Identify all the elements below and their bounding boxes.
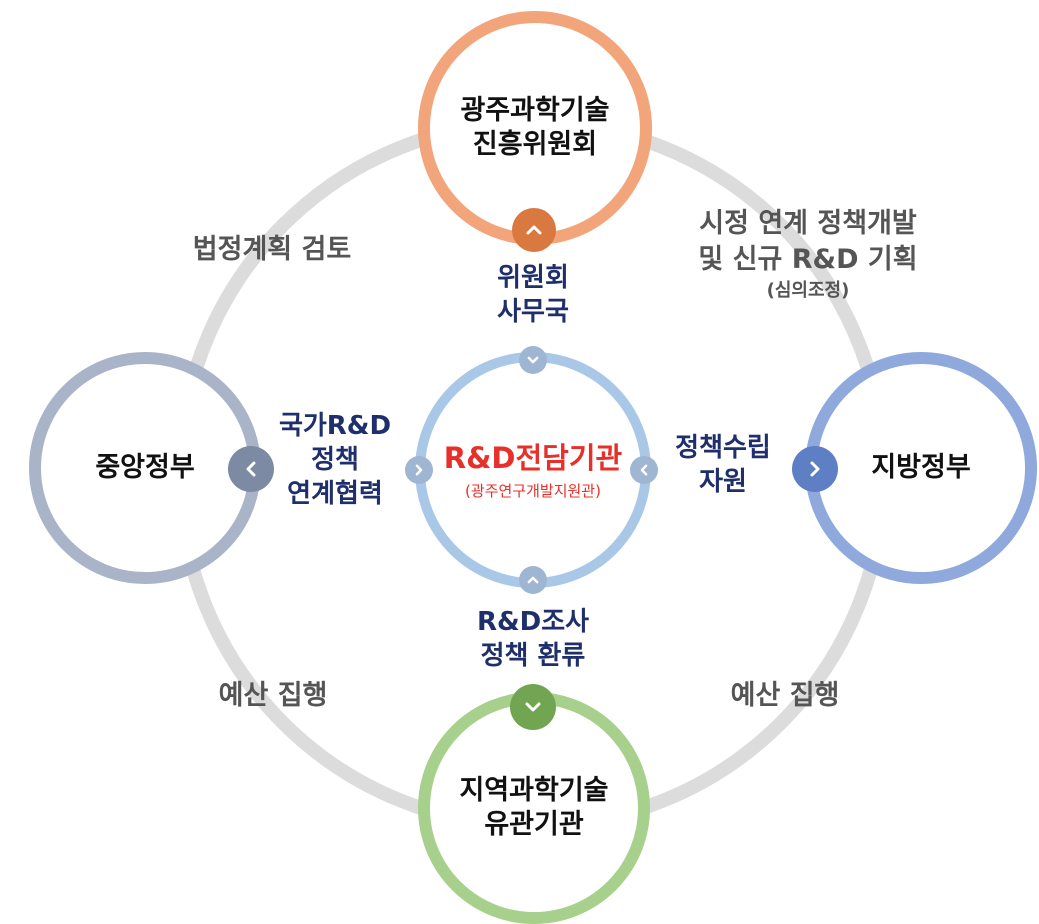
inner-label-bottom-line2: 정책 환류	[480, 640, 586, 671]
inner-label-left: 국가R&D 정책 연계협력	[264, 410, 406, 511]
inner-label-top-line2: 사무국	[497, 296, 569, 327]
chevron-down-icon	[525, 702, 541, 712]
committee-badge[interactable]	[512, 208, 556, 252]
edge-label-bottom-left-text: 예산 집행	[218, 680, 328, 711]
central-government-label-text: 중앙정부	[95, 452, 195, 484]
edge-label-bottom-right: 예산 집행	[700, 678, 870, 714]
edge-label-bottom-right-text: 예산 집행	[730, 680, 840, 711]
local-badge[interactable]	[792, 446, 838, 492]
inner-label-top: 위원회 사무국	[463, 262, 603, 330]
center-subtitle: (광주연구개발지원관)	[465, 481, 601, 500]
chevron-down-icon	[527, 356, 539, 364]
chevron-right-icon	[415, 464, 423, 476]
center-bottom-badge[interactable]	[519, 566, 547, 594]
inner-label-left-line2: 정책	[311, 444, 359, 475]
institutions-badge[interactable]	[510, 684, 556, 730]
inner-label-right-line1: 정책수립	[675, 433, 771, 463]
center-left-badge[interactable]	[405, 456, 433, 484]
committee-label-line1: 광주과학기술	[460, 95, 610, 127]
edge-label-top-right-line1: 시정 연계 정책개발	[699, 208, 917, 239]
institutions-label: 지역과학기술 유관기관	[418, 692, 650, 924]
edge-label-top-left-text: 법정계획 검토	[192, 234, 352, 265]
inner-label-right: 정책수립 자원	[658, 432, 788, 500]
inner-label-left-line3: 연계협력	[287, 478, 383, 509]
center-right-badge[interactable]	[630, 456, 658, 484]
inner-label-bottom-line1: R&D조사	[476, 607, 590, 637]
inner-label-bottom: R&D조사 정책 환류	[448, 606, 618, 674]
central-badge[interactable]	[228, 446, 274, 492]
central-government-label: 중앙정부	[29, 352, 261, 584]
local-government-label: 지방정부	[805, 352, 1037, 584]
center-title: R&D전담기관	[443, 440, 623, 475]
inner-label-right-line2: 자원	[699, 466, 747, 497]
chevron-right-icon	[810, 461, 820, 477]
inner-label-left-line1: 국가R&D	[278, 411, 392, 441]
edge-label-bottom-left: 예산 집행	[188, 678, 358, 714]
center-label: R&D전담기관 (광주연구개발지원관)	[415, 352, 651, 588]
institutions-label-line1: 지역과학기술	[459, 775, 609, 807]
chevron-up-icon	[526, 225, 542, 235]
edge-label-top-right-sub: (심의조정)	[766, 279, 850, 301]
edge-label-top-right-line2: 및 신규 R&D 기획	[698, 244, 918, 276]
chevron-up-icon	[527, 576, 539, 584]
committee-label: 광주과학기술 진흥위원회	[418, 11, 652, 245]
chevron-left-icon	[640, 464, 648, 476]
edge-label-top-right: 시정 연계 정책개발 및 신규 R&D 기획 (심의조정)	[668, 206, 948, 303]
edge-label-top-left: 법정계획 검토	[172, 232, 372, 268]
chevron-left-icon	[246, 461, 256, 477]
local-government-label-text: 지방정부	[871, 452, 971, 484]
institutions-label-line2: 유관기관	[484, 809, 584, 840]
inner-label-top-line1: 위원회	[497, 263, 569, 293]
center-top-badge[interactable]	[519, 346, 547, 374]
committee-label-line2: 진흥위원회	[472, 129, 598, 160]
